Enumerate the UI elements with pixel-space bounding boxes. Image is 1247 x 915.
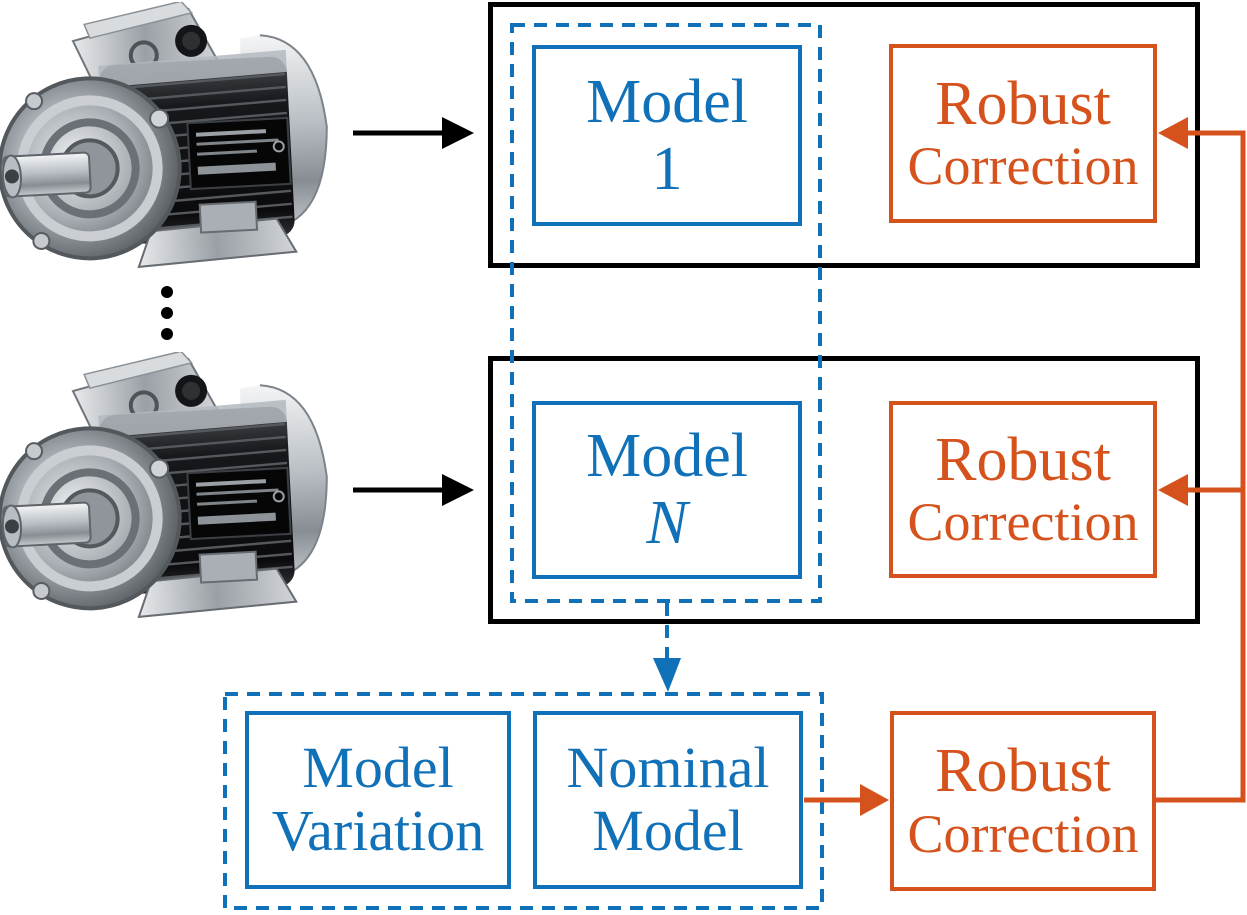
model-n-line1: Model [586,422,748,491]
nominal-model-line1: Nominal [566,735,770,801]
motor1-input-arrow [353,117,474,149]
vertical-ellipsis-icon [161,286,173,340]
nominal-to-robust-arrow [804,784,889,816]
model-variation-line2: Variation [271,798,485,863]
robust-correction-1-box: Robust Correction [889,44,1157,223]
model-1-line1: Model [586,67,748,136]
model-1-box: Model 1 [532,45,802,226]
nominal-model-line2: Model [592,798,744,863]
robust-correction-2-box: Robust Correction [889,401,1157,578]
nominal-model-box: Nominal Model [533,711,803,889]
robust-2-line2: Correction [907,492,1139,553]
model-n-line2: N [646,489,688,557]
motor2-input-arrow [353,474,474,506]
robust-3-line1: Robust [935,737,1111,806]
model-variation-box: Model Variation [245,711,511,889]
electric-motor-image-top [0,2,345,268]
robust-correction-3-box: Robust Correction [890,711,1156,891]
robust-1-line2: Correction [907,136,1139,197]
model-n-box: Model N [532,401,802,579]
robust-2-line1: Robust [935,425,1111,494]
robust-3-line2: Correction [907,803,1139,864]
robust-1-line1: Robust [935,69,1111,138]
model-1-line2: 1 [651,134,683,203]
electric-motor-image-bottom [0,352,345,618]
model-variation-line1: Model [302,735,454,801]
